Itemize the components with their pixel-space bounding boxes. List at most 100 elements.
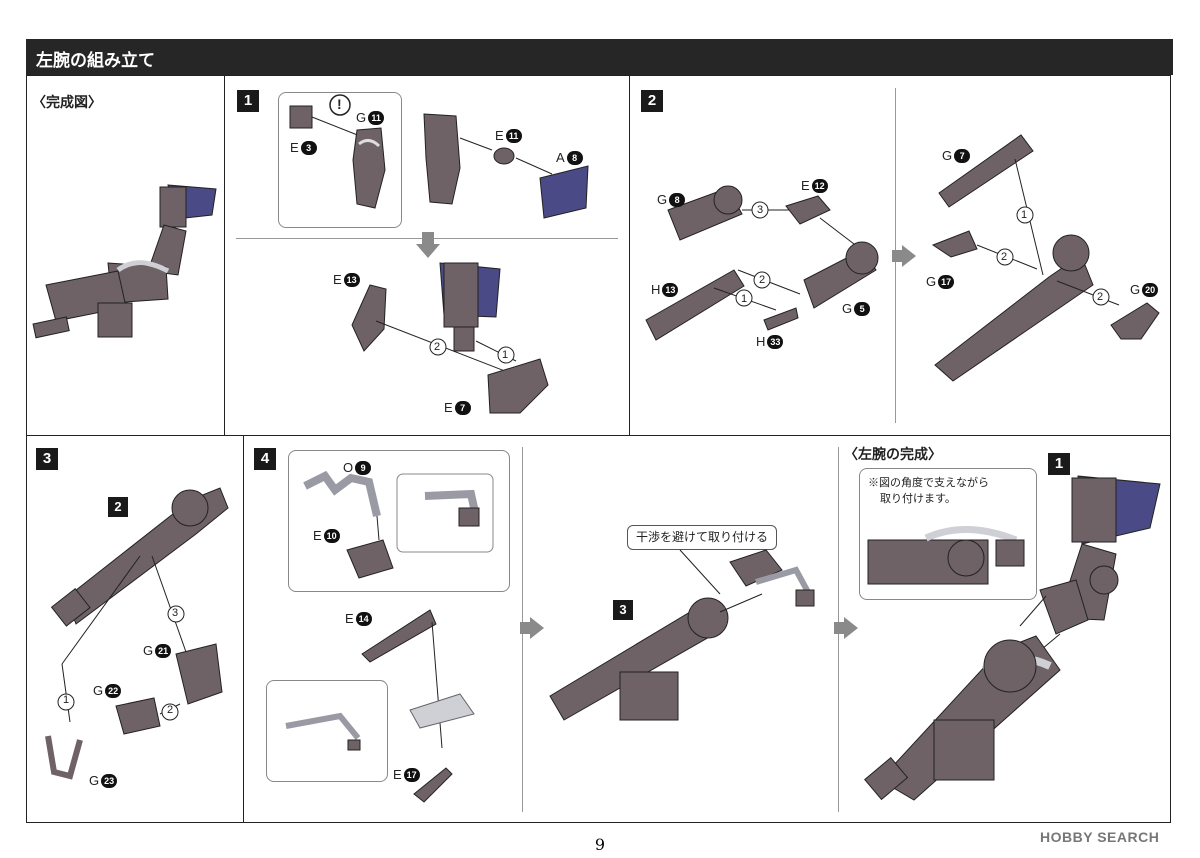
reference-step-3: 3 bbox=[613, 600, 633, 620]
order-mark: 2 bbox=[434, 341, 441, 353]
part-number: 10 bbox=[323, 528, 340, 543]
part-number: 20 bbox=[1142, 282, 1159, 297]
runner-letter: E bbox=[333, 272, 342, 287]
step4-assembly bbox=[549, 549, 815, 721]
completion-inset-illustration bbox=[867, 526, 1025, 585]
runner-letter: G bbox=[1130, 282, 1141, 297]
part-number: 13 bbox=[662, 282, 679, 297]
step-number-4: 4 bbox=[254, 448, 276, 470]
order-mark: 3 bbox=[172, 607, 179, 619]
order-mark: 3 bbox=[757, 204, 764, 216]
part-number: 33 bbox=[767, 334, 784, 349]
order-mark: 2 bbox=[759, 274, 766, 286]
order-mark: 2 bbox=[1001, 251, 1008, 263]
interference-note: 干渉を避けて取り付ける bbox=[627, 525, 778, 550]
step2-right-parts bbox=[931, 134, 1160, 382]
right-arrow-icon bbox=[892, 245, 916, 267]
runner-letter: H bbox=[756, 334, 766, 349]
part-number: 17 bbox=[403, 767, 420, 782]
runner-letter: H bbox=[651, 282, 661, 297]
runner-letter: G bbox=[657, 192, 668, 207]
order-mark: 1 bbox=[1021, 209, 1028, 221]
runner-letter: G bbox=[356, 110, 367, 125]
runner-letter: O bbox=[343, 460, 354, 475]
reference-step-1: 1 bbox=[1048, 453, 1070, 475]
divider bbox=[26, 435, 1171, 436]
step1-inset-parts bbox=[289, 105, 386, 209]
part-number: 11 bbox=[368, 110, 385, 125]
completion-label: 〈左腕の完成〉 bbox=[844, 446, 942, 462]
runner-letter: G bbox=[842, 301, 853, 316]
instruction-frame bbox=[26, 75, 1171, 823]
part-number: 17 bbox=[938, 274, 955, 289]
part-number: 7 bbox=[954, 148, 971, 163]
detail-inset bbox=[266, 680, 388, 782]
part-number: 14 bbox=[355, 611, 372, 626]
down-arrow-icon bbox=[416, 232, 440, 258]
divider bbox=[224, 75, 225, 435]
part-number: 8 bbox=[669, 192, 686, 207]
part-number: 9 bbox=[355, 460, 372, 475]
runner-letter: E bbox=[444, 400, 453, 415]
step4-inset-parts bbox=[303, 470, 494, 579]
runner-letter: E bbox=[290, 140, 299, 155]
support-note-line2: 取り付けます。 bbox=[880, 493, 956, 505]
right-arrow-icon bbox=[520, 617, 544, 639]
order-mark: 2 bbox=[1097, 291, 1104, 303]
order-mark: 1 bbox=[741, 293, 748, 305]
part-number: 12 bbox=[811, 178, 828, 193]
runner-letter: E bbox=[345, 611, 354, 626]
section-title: 左腕の組み立て bbox=[36, 51, 155, 71]
step-number-3: 3 bbox=[36, 448, 58, 470]
part-number: 8 bbox=[566, 150, 583, 165]
support-note-line1: ※図の角度で支えながら bbox=[868, 477, 989, 489]
runner-letter: E bbox=[313, 528, 322, 543]
part-number: 13 bbox=[343, 272, 360, 287]
part-number: 3 bbox=[300, 140, 317, 155]
divider bbox=[629, 75, 630, 435]
step-number-1: 1 bbox=[237, 90, 259, 112]
step2-left-parts bbox=[645, 185, 879, 341]
caution-icon bbox=[329, 94, 351, 116]
right-arrow-icon bbox=[834, 617, 858, 639]
watermark: HOBBY SEARCH bbox=[1040, 829, 1160, 845]
part-number: 23 bbox=[101, 773, 118, 788]
runner-letter: G bbox=[89, 773, 100, 788]
page-number: 9 bbox=[594, 835, 606, 854]
runner-letter: G bbox=[926, 274, 937, 289]
section-header-bar bbox=[26, 39, 1173, 75]
step1-bottom-parts bbox=[351, 262, 549, 414]
runner-letter: G bbox=[143, 643, 154, 658]
reference-step-2: 2 bbox=[108, 497, 128, 517]
completed-arm-illustration bbox=[32, 184, 217, 339]
part-number: 7 bbox=[454, 400, 471, 415]
runner-letter: G bbox=[942, 148, 953, 163]
part-number: 5 bbox=[854, 301, 871, 316]
runner-letter: G bbox=[93, 683, 104, 698]
caution-mark: ! bbox=[337, 96, 342, 112]
step-number-2: 2 bbox=[641, 90, 663, 112]
step4-lower-parts bbox=[285, 609, 475, 803]
completed-left-arm bbox=[864, 475, 1161, 801]
runner-letter: E bbox=[495, 128, 504, 143]
step3-parts bbox=[45, 487, 229, 780]
order-mark: 2 bbox=[167, 704, 174, 716]
part-number: 11 bbox=[505, 128, 522, 143]
order-mark: 1 bbox=[63, 694, 70, 706]
divider bbox=[243, 435, 244, 823]
